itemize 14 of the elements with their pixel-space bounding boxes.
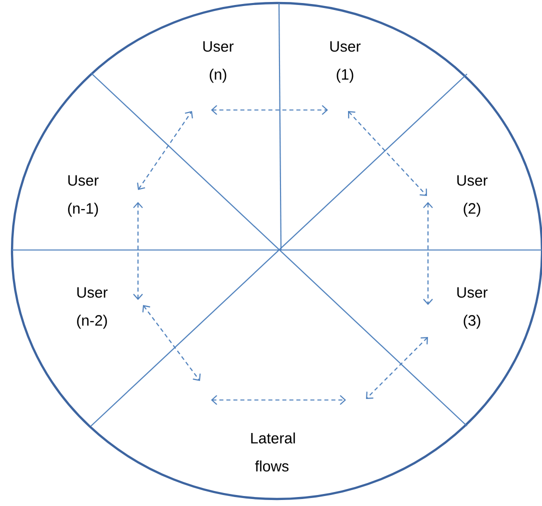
arrow (137, 111, 193, 190)
user-label: Lateral flows (251, 432, 295, 472)
arrow (142, 305, 201, 381)
arrow (133, 202, 143, 300)
user-label: User (n-2) (77, 287, 108, 329)
user-label: User (3) (457, 287, 488, 329)
user-label: User (n-1) (68, 175, 99, 217)
arrow (423, 202, 433, 305)
arrow (366, 337, 428, 399)
user-label: User (2) (457, 175, 488, 217)
user-label: User (n) (203, 41, 234, 83)
arrow (348, 111, 427, 196)
arrow (211, 105, 328, 115)
user-label: User (1) (330, 41, 361, 83)
